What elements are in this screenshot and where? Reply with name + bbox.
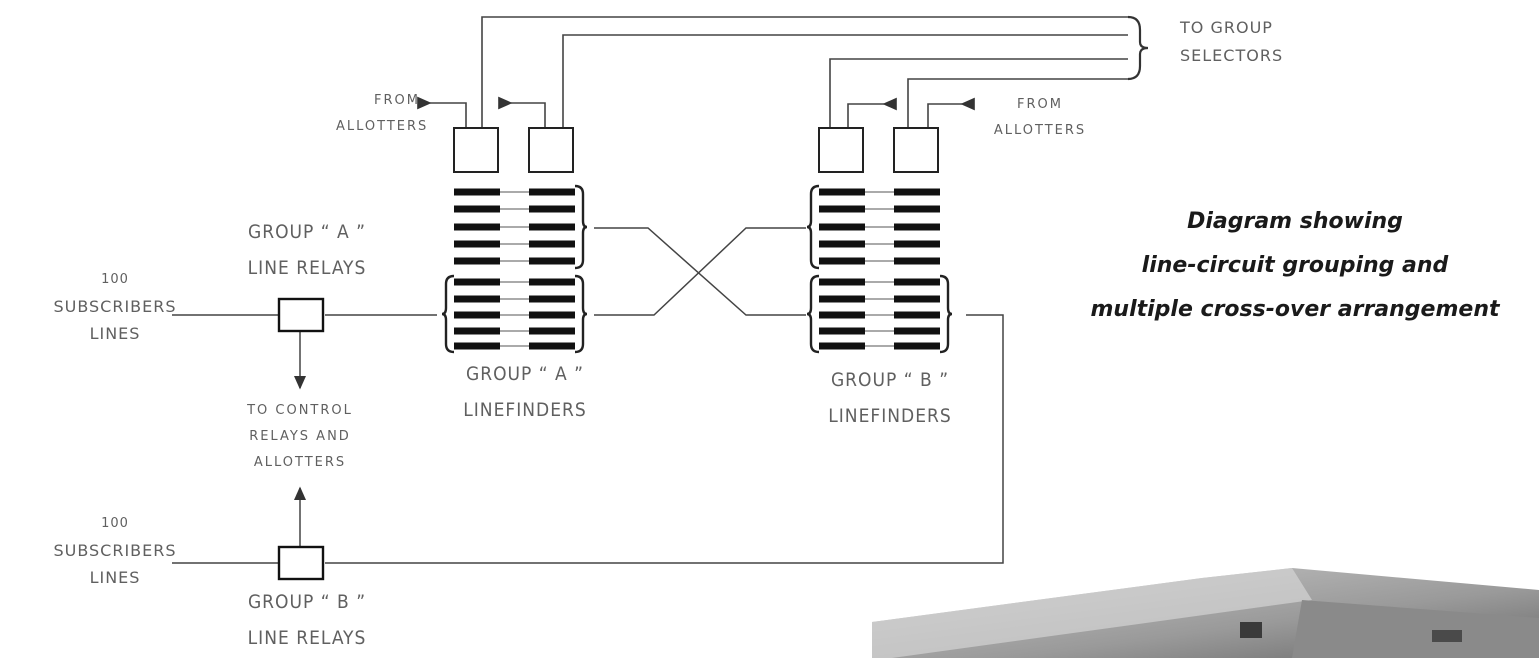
contact-bar xyxy=(819,206,865,213)
contact-bar xyxy=(819,343,865,350)
contact-bar xyxy=(819,312,865,319)
group-a-line-relays-label: GROUP “ A ” LINE RELAYS xyxy=(212,214,402,286)
contact-bar xyxy=(894,206,940,213)
contact-bar xyxy=(454,189,500,196)
contact-bar xyxy=(819,279,865,286)
group-a-linefinder-bank xyxy=(442,186,587,352)
contact-bar xyxy=(454,328,500,335)
bank-brace xyxy=(575,186,587,268)
contact-bar xyxy=(454,343,500,350)
caption-line: line-circuit grouping and xyxy=(1060,244,1530,288)
group-b-line-relays-label: GROUP “ B ” LINE RELAYS xyxy=(212,584,402,656)
contact-bar xyxy=(819,328,865,335)
contact-bar xyxy=(819,189,865,196)
group-b-linefinders-label: GROUP “ B ” LINEFINDERS xyxy=(795,362,985,434)
contact-bar xyxy=(894,241,940,248)
diagram-caption: Diagram showing line-circuit grouping an… xyxy=(1060,200,1530,332)
allotter-inputs xyxy=(430,103,962,128)
contact-bar xyxy=(894,279,940,286)
contact-bar xyxy=(454,279,500,286)
contact-bar xyxy=(529,189,575,196)
selectors-brace xyxy=(1128,17,1148,79)
contact-bar xyxy=(529,241,575,248)
contact-bar xyxy=(529,296,575,303)
contact-bar xyxy=(894,189,940,196)
contact-bar xyxy=(529,312,575,319)
contact-bar xyxy=(819,258,865,265)
subscribers-lines-b-label: 100 SUBSCRIBERS LINES xyxy=(30,510,200,591)
contact-bar xyxy=(529,343,575,350)
to-group-selectors-label: TO GROUP SELECTORS xyxy=(1180,14,1283,70)
contact-bar xyxy=(454,312,500,319)
from-allotters-left-label: FROM ALLOTTERS xyxy=(336,88,426,140)
from-allotters-right-label: FROM ALLOTTERS xyxy=(980,92,1100,144)
contact-bar xyxy=(894,312,940,319)
contact-bar xyxy=(454,241,500,248)
group-b-linefinder-bank xyxy=(807,186,952,352)
subscribers-lines-a-label: 100 SUBSCRIBERS LINES xyxy=(30,266,200,347)
contact-bar xyxy=(529,258,575,265)
contact-bar xyxy=(894,258,940,265)
contact-bar xyxy=(819,224,865,231)
contact-bar xyxy=(529,279,575,286)
bank-brace xyxy=(807,276,819,352)
equipment-photo-fragment xyxy=(872,560,1539,658)
contact-bar xyxy=(819,241,865,248)
caption-line: multiple cross-over arrangement xyxy=(1060,288,1530,332)
bank-brace xyxy=(575,276,587,352)
cross-over-wiring xyxy=(594,228,806,315)
bank-brace xyxy=(940,276,952,352)
contact-bar xyxy=(529,328,575,335)
contact-bar xyxy=(454,206,500,213)
allotter-boxes xyxy=(454,128,938,172)
contact-bar xyxy=(894,343,940,350)
to-control-relays-label: TO CONTROL RELAYS AND ALLOTTERS xyxy=(215,398,385,476)
contact-bar xyxy=(894,296,940,303)
contact-bar xyxy=(454,224,500,231)
contact-bar xyxy=(454,296,500,303)
contact-bar xyxy=(454,258,500,265)
contact-bar xyxy=(529,224,575,231)
bank-brace xyxy=(442,276,454,352)
contact-bar xyxy=(819,296,865,303)
contact-bar xyxy=(894,224,940,231)
caption-line: Diagram showing xyxy=(1060,200,1530,244)
contact-bar xyxy=(894,328,940,335)
contact-bar xyxy=(529,206,575,213)
group-a-linefinders-label: GROUP “ A ” LINEFINDERS xyxy=(430,356,620,428)
bank-brace xyxy=(807,186,819,268)
